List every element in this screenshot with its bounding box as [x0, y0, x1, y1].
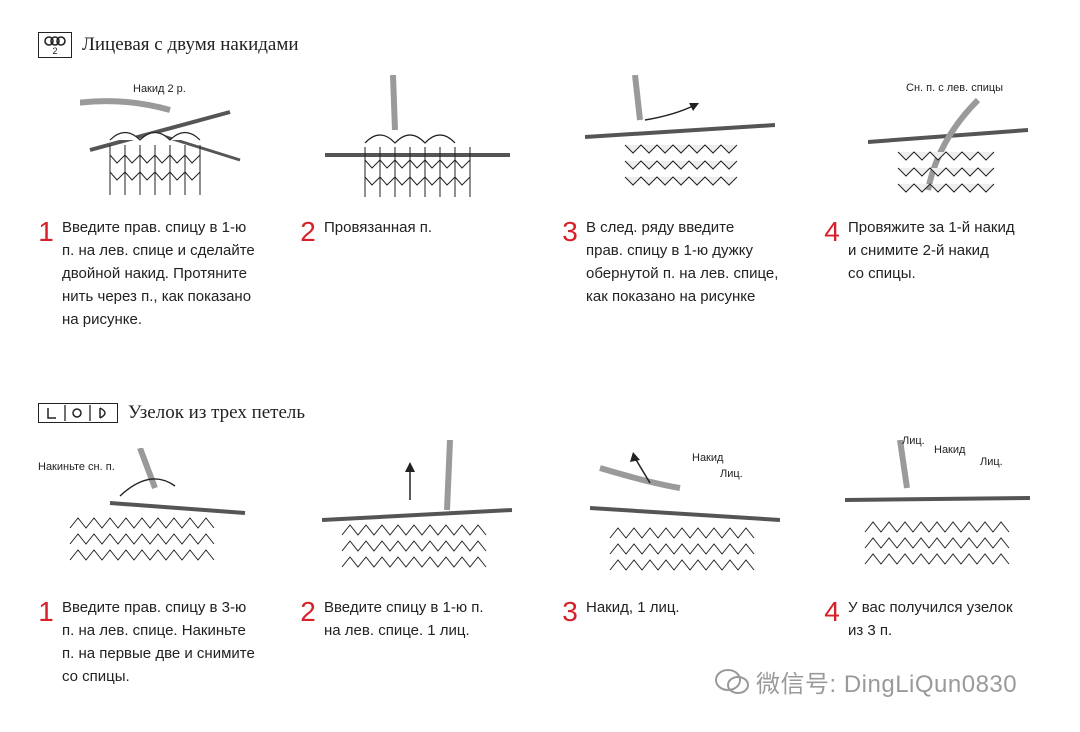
section-2-title: Узелок из трех петель — [128, 402, 306, 423]
label-knit-a: Лиц. — [720, 468, 743, 480]
step-text: Введите прав. спицу в 3-ю п. на лев. спи… — [62, 599, 255, 685]
double-yarn-over-symbol: 2 — [38, 32, 72, 58]
illustration-s2-step1 — [69, 448, 246, 561]
step-number: 4 — [824, 596, 840, 627]
step-number: 2 — [300, 596, 316, 627]
label-yarn-over-b: Накид — [934, 444, 966, 456]
symbol-number: 2 — [52, 45, 58, 56]
bobble-symbol — [38, 403, 118, 423]
step-number: 4 — [824, 216, 840, 247]
double-loop-icon — [44, 35, 66, 46]
label-yarn-over: Накид — [692, 452, 724, 464]
step-number: 1 — [38, 216, 54, 247]
illustration-s2-step3 — [590, 452, 780, 571]
step-text: Накид, 1 лиц. — [586, 599, 680, 616]
step-text: Провяжите за 1-й накид и снимите 2-й нак… — [848, 219, 1015, 282]
s2-step-4: 4 У вас получился узелок из 3 п. — [822, 596, 1013, 642]
step-number: 1 — [38, 596, 54, 627]
s1-step-3: 3 В след. ряду введите прав. спицу в 1-ю… — [560, 216, 778, 308]
s2-step-2: 2 Введите спицу в 1-ю п. на лев. спице. … — [298, 596, 484, 642]
step-text: Провязанная п. — [324, 219, 433, 236]
step-number: 3 — [562, 216, 578, 247]
wechat-icon — [715, 668, 749, 694]
section-1-title: Лицевая с двумя накидами — [82, 34, 299, 55]
illustration-s2-step4 — [845, 440, 1031, 565]
illustration-s1-step3 — [585, 75, 775, 186]
bobble-chart-icon — [47, 405, 106, 421]
s1-step-4: 4 Провяжите за 1-й накид и снимите 2-й н… — [822, 216, 1015, 285]
watermark-text: 微信号: DingLiQun0830 — [756, 671, 1018, 698]
section-2-header: Узелок из трех петель — [38, 402, 305, 424]
s1-step-2: 2 Провязанная п. — [298, 216, 432, 246]
step-text: У вас получился узелок из 3 п. — [848, 599, 1013, 639]
illustration-s1-step2 — [325, 75, 510, 197]
label-knit-d: Лиц. — [980, 456, 1003, 468]
step-text: Введите спицу в 1-ю п. на лев. спице. 1 … — [324, 599, 484, 639]
step-text: В след. ряду введите прав. спицу в 1-ю д… — [586, 219, 779, 305]
label-slip-from-left: Сн. п. с лев. спицы — [906, 82, 1004, 94]
s2-step-3: 3 Накид, 1 лиц. — [560, 596, 680, 627]
label-yarn-over-2: Накид 2 р. — [133, 83, 186, 95]
watermark: 微信号: DingLiQun0830 — [714, 664, 1017, 699]
illustration-s2-step2 — [322, 440, 513, 568]
illustration-s1-step4 — [868, 97, 1029, 193]
step-number: 2 — [300, 216, 316, 247]
label-knit-b: Лиц. — [902, 435, 925, 447]
section-1-header: 2 Лицевая с двумя накидами — [38, 32, 299, 58]
label-throw-over: Накиньте сн. п. — [38, 461, 115, 473]
illustration-s1-step1 — [80, 98, 241, 195]
s2-step-1: 1 Введите прав. спицу в 3-ю п. на лев. с… — [36, 596, 255, 688]
s1-step-1: 1 Введите прав. спицу в 1-ю п. на лев. с… — [36, 216, 255, 331]
step-text: Введите прав. спицу в 1-ю п. на лев. спи… — [62, 219, 255, 328]
step-number: 3 — [562, 596, 578, 627]
